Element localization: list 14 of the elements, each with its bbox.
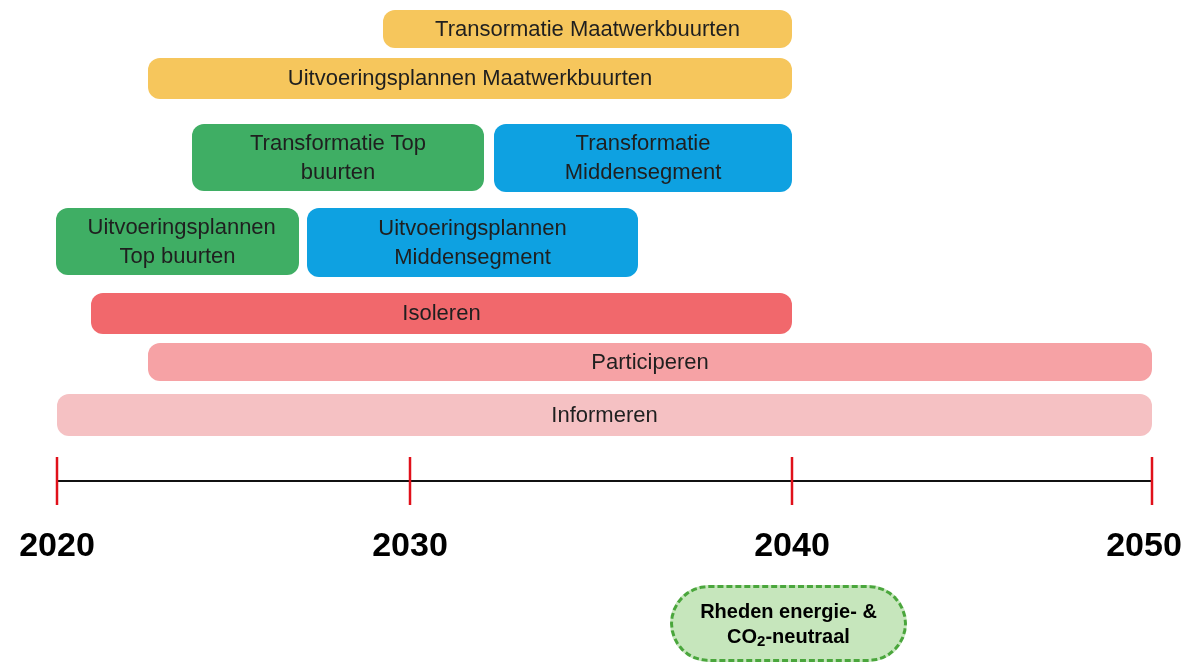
milestone-pill: Rheden energie- & CO$_{2}$-neutraal <box>670 585 907 662</box>
phase-bar: Participeren <box>148 343 1152 381</box>
phase-bar: Uitvoeringsplannen Maatwerkbuurten <box>148 58 792 99</box>
year-label: 2030 <box>371 527 449 561</box>
phase-bar: Uitvoeringsplannen Top buurten <box>56 208 299 275</box>
year-label: 2040 <box>753 527 831 561</box>
year-label: 2050 <box>1105 527 1183 561</box>
phase-bar: Uitvoeringsplannen Middensegment <box>307 208 638 277</box>
phase-bar: Isoleren <box>91 293 792 334</box>
phase-bar: Informeren <box>57 394 1152 436</box>
year-label: 2020 <box>18 527 96 561</box>
phase-bar: Transormatie Maatwerkbuurten <box>383 10 792 48</box>
phase-bar: Transformatie Middensegment <box>494 124 792 192</box>
phase-bar: Transformatie Top buurten <box>192 124 484 191</box>
